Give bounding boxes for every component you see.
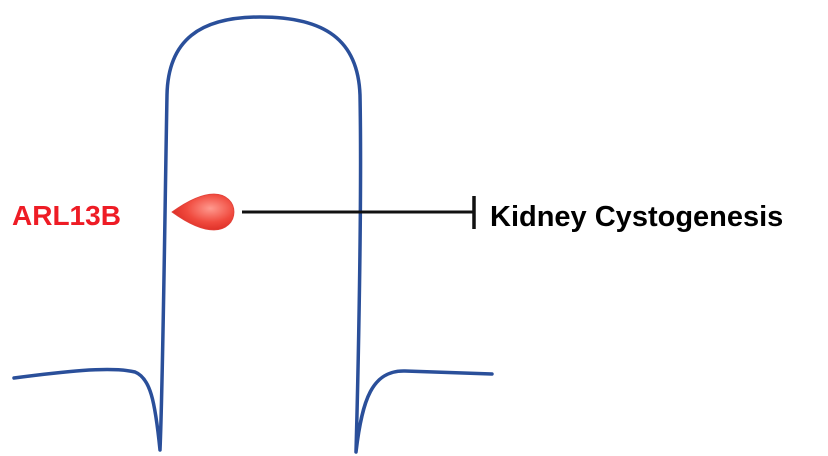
target-label: Kidney Cystogenesis bbox=[490, 201, 783, 233]
arl13b-protein-icon bbox=[172, 194, 234, 230]
protein-label: ARL13B bbox=[12, 200, 121, 231]
cilium-membrane-outline bbox=[14, 17, 492, 452]
